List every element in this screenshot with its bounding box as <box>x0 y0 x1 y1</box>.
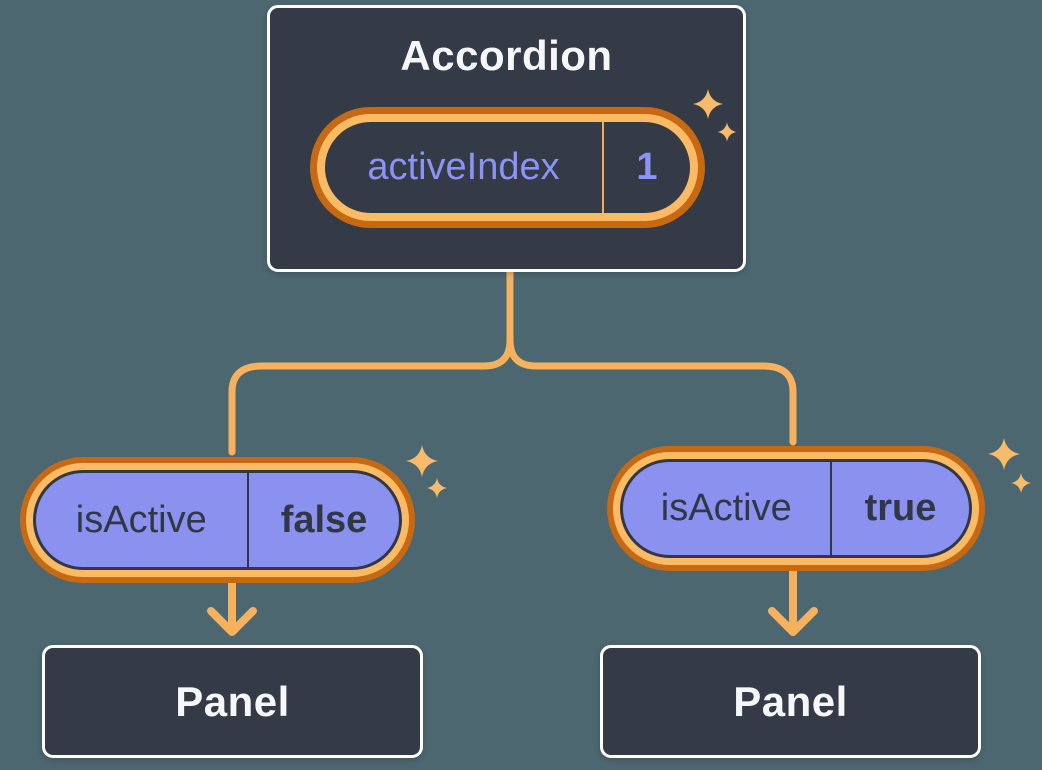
pill-divider <box>246 473 249 567</box>
prop-pill-is-active-left: isActive false <box>33 470 402 570</box>
state-pill-active-index: activeIndex 1 <box>325 122 690 213</box>
prop-pill-label: isActive <box>75 498 207 541</box>
prop-pill-label: isActive <box>660 487 792 529</box>
sparkle-icon <box>427 478 447 498</box>
pill-divider <box>602 122 604 213</box>
arrow-right-head <box>768 607 818 636</box>
panel-card-right: Panel <box>600 645 981 758</box>
state-pill-label: activeIndex <box>367 146 560 188</box>
accordion-component-card: Accordion activeIndex 1 <box>267 5 746 272</box>
connector-right-branch <box>506 268 797 446</box>
panel-card-left: Panel <box>42 645 423 758</box>
sparkle-icon <box>988 438 1020 470</box>
panel-title: Panel <box>733 677 848 725</box>
prop-pill-value: true <box>864 487 937 529</box>
prop-pill-value: false <box>280 498 368 541</box>
sparkle-icon <box>1011 473 1031 493</box>
pill-divider <box>829 462 832 555</box>
arrow-left-head <box>207 607 257 636</box>
state-pill-value: 1 <box>636 146 658 188</box>
panel-title: Panel <box>175 677 290 725</box>
prop-pill-is-active-right: isActive true <box>620 459 972 558</box>
connector-left-branch <box>228 268 514 456</box>
sparkle-icon <box>406 445 438 477</box>
accordion-title: Accordion <box>400 32 613 79</box>
